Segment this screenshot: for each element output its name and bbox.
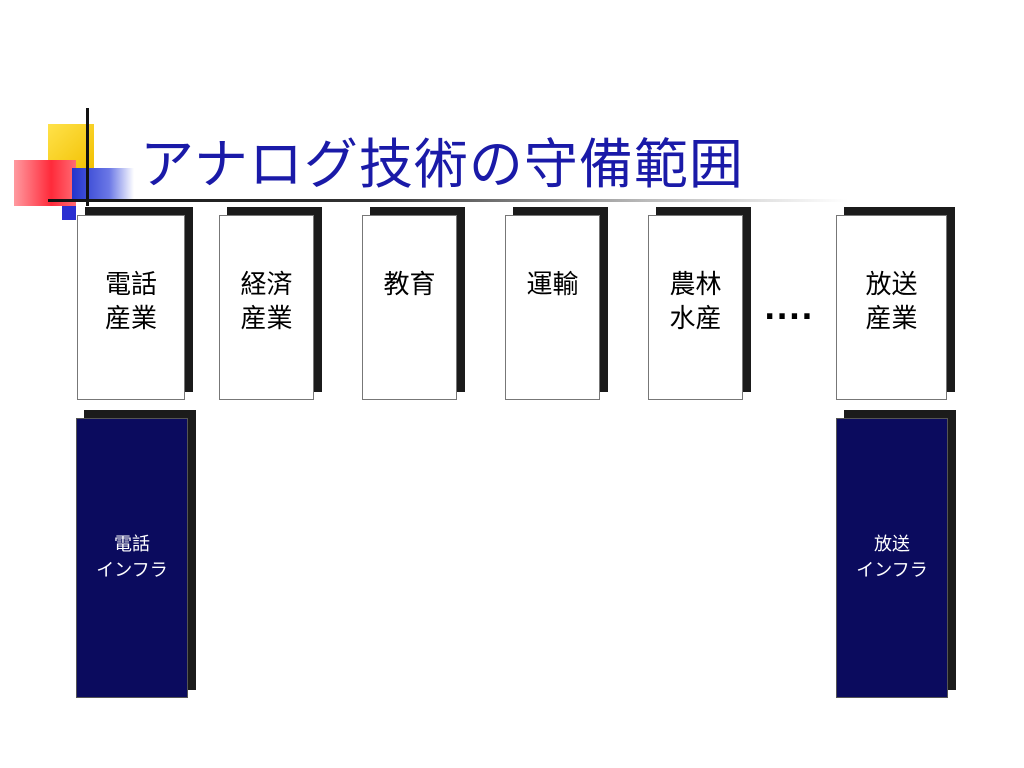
industry-box-economy: 経済 産業 — [219, 215, 314, 400]
industry-label: 農林 水産 — [669, 270, 722, 334]
industry-label: 電話 産業 — [104, 270, 157, 334]
red-square-decoration — [14, 160, 76, 206]
slide-title: アナログ技術の守備範囲 — [140, 133, 744, 196]
ellipsis-more: .... — [764, 292, 814, 327]
industry-box-telephone: 電話 産業 — [77, 215, 185, 400]
infra-box-telephone: 電話 インフラ — [76, 418, 188, 698]
industry-label: 経済 産業 — [240, 270, 293, 334]
infra-label: 放送 インフラ — [856, 534, 928, 581]
blue-bar-decoration — [72, 168, 134, 200]
industry-label: 放送 産業 — [865, 270, 918, 334]
title-underline-rule — [48, 199, 848, 202]
industry-box-education: 教育 — [362, 215, 457, 400]
vertical-rule — [86, 108, 89, 206]
industry-label: 運輸 — [526, 270, 579, 300]
industry-box-agriculture: 農林 水産 — [648, 215, 743, 400]
industry-box-transport: 運輸 — [505, 215, 600, 400]
infra-box-broadcasting: 放送 インフラ — [836, 418, 948, 698]
blue-square-decoration — [62, 206, 76, 220]
infra-label: 電話 インフラ — [96, 534, 168, 581]
industry-label: 教育 — [383, 270, 436, 300]
industry-box-broadcasting: 放送 産業 — [836, 215, 947, 400]
